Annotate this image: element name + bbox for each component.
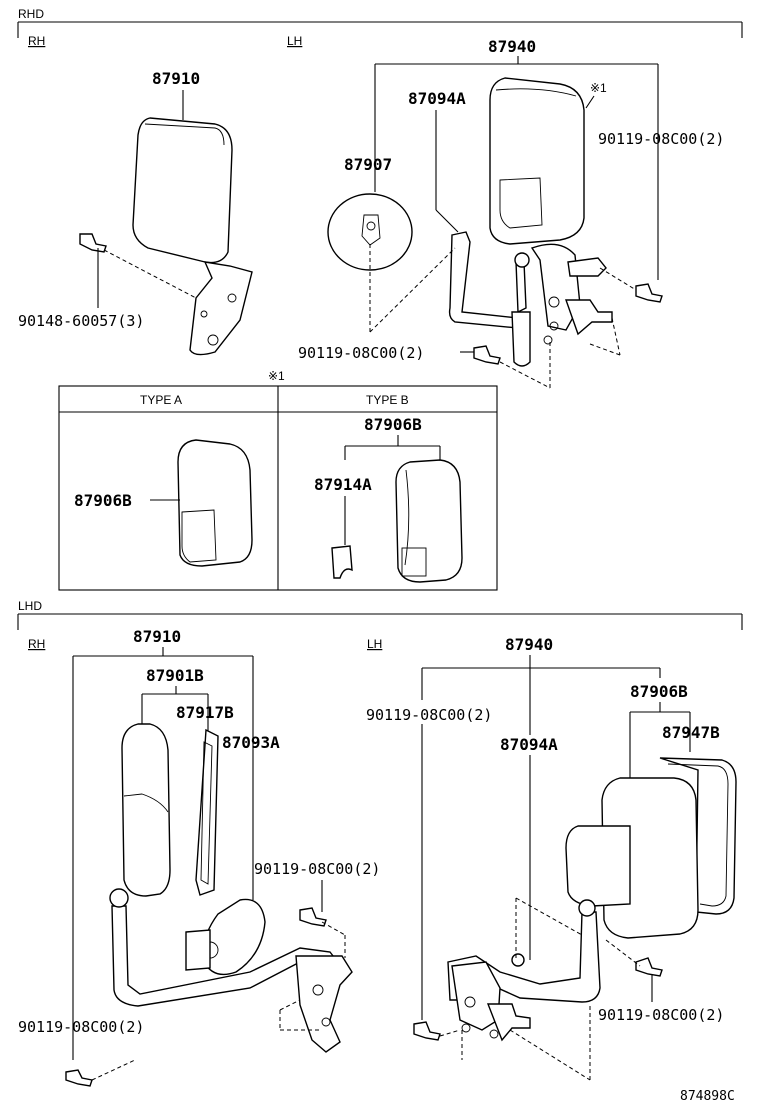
section-bracket-lhd — [17, 613, 743, 630]
callout-bracket-87940-lhd — [421, 655, 661, 1020]
callout-bracket-87901B — [141, 686, 209, 732]
rhd-rh-mirror-drawing — [79, 117, 253, 356]
part-label-87917B: 87917B — [176, 703, 234, 722]
callout-bracket-87910-lhd — [72, 647, 254, 1060]
part-label-87094A-rhd: 87094A — [408, 89, 466, 108]
note-mark-rhd: ※1 — [590, 81, 607, 95]
part-label-87906B-type-a: 87906B — [74, 491, 132, 510]
part-label-87940-rhd: 87940 — [488, 37, 536, 56]
section-label-rhd: RHD — [18, 7, 44, 21]
part-label-90119-top-lhd-lh: 90119-08C00(2) — [366, 706, 492, 724]
part-label-87906B-type-b: 87906B — [364, 415, 422, 434]
part-label-87910-lhd: 87910 — [133, 627, 181, 646]
part-label-90119-top-rhd: 90119-08C00(2) — [598, 130, 724, 148]
side-label-rhd-lh: LH — [287, 34, 302, 48]
type-a-header: TYPE A — [140, 393, 182, 407]
part-label-90119-mid-lhd-rh: 90119-08C00(2) — [254, 860, 380, 878]
callout-bracket-87906B-lhd — [629, 702, 691, 780]
part-label-87906B-lhd: 87906B — [630, 682, 688, 701]
part-label-87910-rhd: 87910 — [152, 69, 200, 88]
part-label-87907: 87907 — [344, 155, 392, 174]
note-mark-table: ※1 — [268, 369, 285, 383]
lhd-lh-mirror-drawing — [413, 757, 737, 1081]
part-label-87094A-lhd: 87094A — [500, 735, 558, 754]
type-b-mirror-drawing — [331, 459, 463, 583]
part-label-87914A: 87914A — [314, 475, 372, 494]
part-label-87093A: 87093A — [222, 733, 280, 752]
part-label-90119-bottom-rhd: 90119-08C00(2) — [298, 344, 424, 362]
rhd-lh-mirror-drawing — [327, 77, 663, 389]
section-bracket-rhd — [17, 21, 743, 38]
side-label-lhd-rh: RH — [28, 637, 45, 651]
type-b-header: TYPE B — [366, 393, 409, 407]
lhd-rh-mirror-drawing — [65, 723, 353, 1087]
figure-code: 874898C — [680, 1089, 735, 1104]
part-label-87940-lhd: 87940 — [505, 635, 553, 654]
side-label-rhd-rh: RH — [28, 34, 45, 48]
part-label-90119-right-lhd-lh: 90119-08C00(2) — [598, 1006, 724, 1024]
side-label-lhd-lh: LH — [367, 637, 382, 651]
part-label-90148-60057: 90148-60057(3) — [18, 312, 144, 330]
type-table — [58, 385, 498, 591]
part-label-87901B: 87901B — [146, 666, 204, 685]
part-label-87947B: 87947B — [662, 723, 720, 742]
part-label-90119-low-lhd-rh: 90119-08C00(2) — [18, 1018, 144, 1036]
section-label-lhd: LHD — [18, 599, 42, 613]
callout-bracket-87940-rhd — [374, 56, 659, 280]
type-a-mirror-drawing — [177, 439, 253, 567]
